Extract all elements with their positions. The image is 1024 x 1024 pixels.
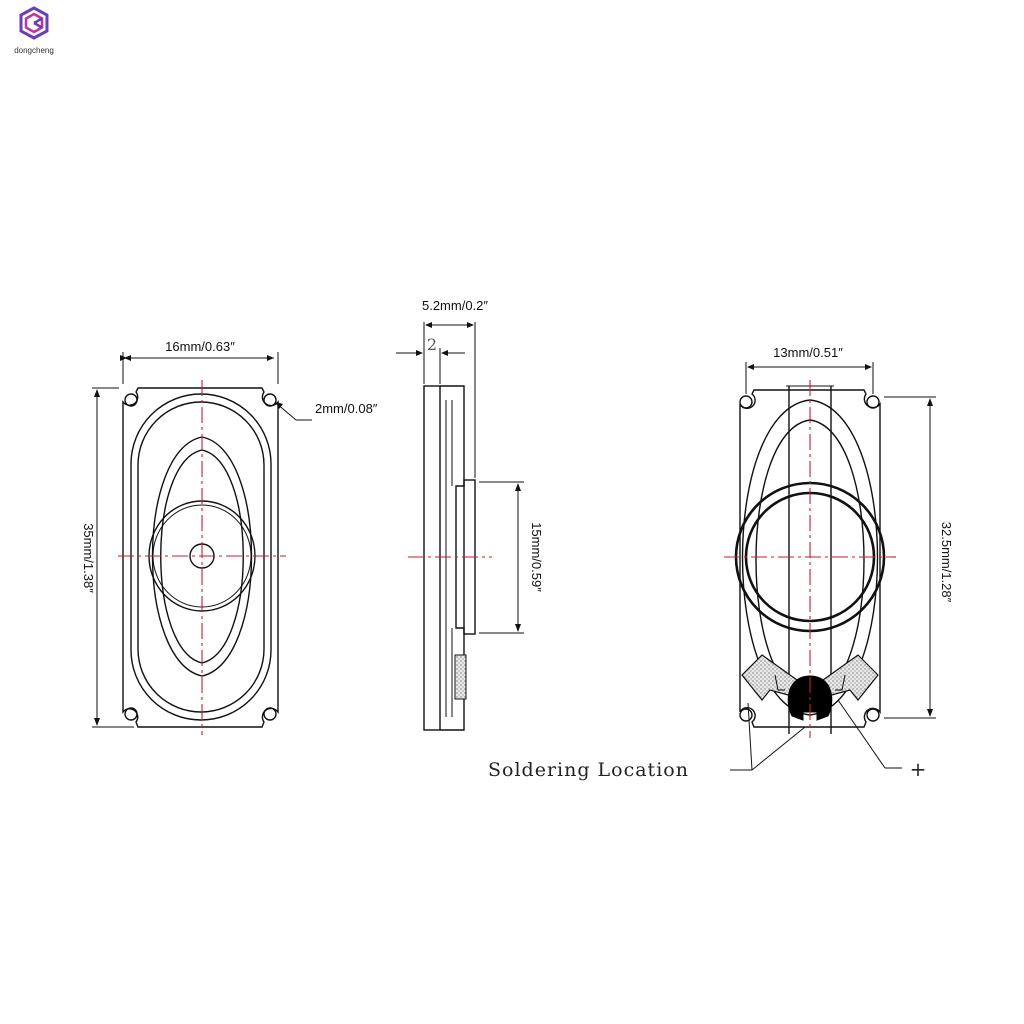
- soldering-location-label: Soldering Location: [488, 759, 689, 781]
- side-view: 5.2mm/0.2″ 2 15mm/0.59″: [396, 298, 544, 731]
- mount-hole: [866, 395, 880, 409]
- side-frame-plate: [423, 385, 441, 731]
- positive-terminal-label: +: [910, 757, 927, 781]
- mount-hole: [263, 393, 277, 407]
- front-width-label: 16mm/0.63″: [165, 339, 235, 354]
- front-view: 16mm/0.63″ 35mm/1.38″ 2mm/0.08″: [81, 339, 378, 735]
- mount-hole: [263, 707, 277, 721]
- brand-logo-text: dongcheng: [14, 46, 54, 55]
- front-rim-inner: [137, 401, 265, 713]
- back-view: 13mm/0.51″ 32.5mm/1.28″ Soldering Locati…: [488, 345, 954, 781]
- front-rim-outer: [130, 393, 272, 721]
- hole-size-label: 2mm/0.08″: [315, 401, 378, 416]
- side-depth-label: 5.2mm/0.2″: [422, 298, 488, 313]
- cone-outer-lens: [151, 436, 253, 677]
- side-terminal: [454, 654, 467, 700]
- side-small-dim-label: 2: [427, 335, 437, 354]
- side-magnet-label: 15mm/0.59″: [529, 522, 544, 592]
- mount-hole: [739, 708, 753, 722]
- mount-hole: [739, 395, 753, 409]
- mount-hole: [124, 393, 138, 407]
- logo-cube-icon: [19, 6, 49, 40]
- mount-hole: [124, 707, 138, 721]
- brand-logo: dongcheng: [8, 6, 60, 55]
- mount-hole: [866, 708, 880, 722]
- back-width-label: 13mm/0.51″: [773, 345, 843, 360]
- front-height-label: 35mm/1.38″: [81, 523, 96, 593]
- back-height-label: 32.5mm/1.28″: [939, 522, 954, 603]
